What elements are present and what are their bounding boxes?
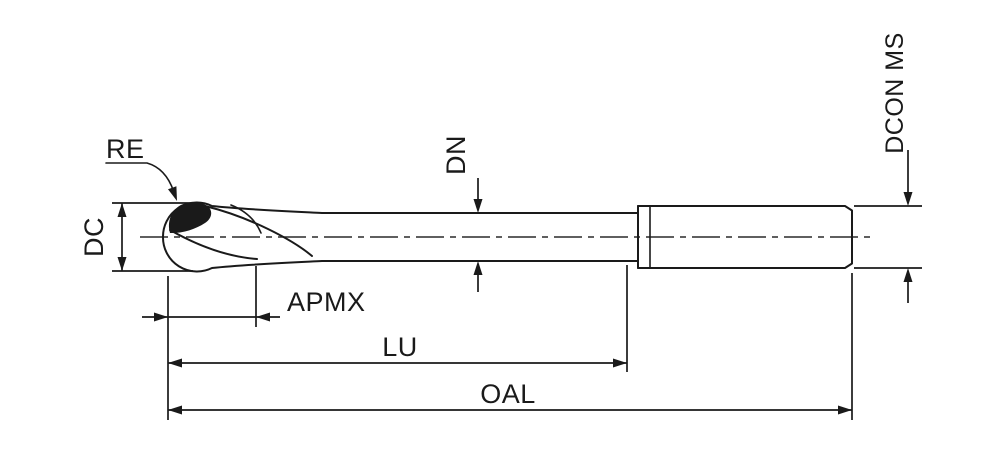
dim-dcon: DCON MS (854, 32, 922, 303)
apmx-arrow-right (256, 312, 270, 322)
oal-arrow-left (168, 405, 182, 415)
flute-curve-upper (230, 204, 262, 234)
label-dn: DN (441, 135, 471, 175)
oal-arrow-right (838, 405, 852, 415)
dcon-arrow-down (903, 192, 913, 206)
re-arrowhead (168, 186, 177, 201)
re-leader-line (105, 162, 175, 192)
re-shaded-region (168, 202, 212, 234)
lu-arrow-right (613, 358, 627, 368)
label-lu: LU (382, 332, 418, 362)
label-apmx: APMX (287, 287, 366, 317)
dim-dc: DC (79, 202, 193, 272)
label-dc: DC (79, 217, 109, 257)
dim-dn: DN (441, 135, 483, 292)
apmx-arrow-left (154, 312, 168, 322)
dim-re: RE (105, 134, 177, 201)
label-oal: OAL (480, 379, 536, 409)
dn-arrow-down (473, 199, 483, 213)
flute-curve-long (204, 205, 313, 257)
dn-arrow-up (473, 261, 483, 275)
dc-arrow-up (117, 203, 127, 217)
dim-apmx: APMX (142, 266, 366, 327)
label-dcon-ms: DCON MS (881, 32, 909, 154)
dcon-arrow-up (903, 268, 913, 282)
label-re: RE (106, 134, 145, 164)
dc-arrow-down (117, 257, 127, 271)
flute-curve-lower (169, 229, 258, 260)
lu-arrow-left (168, 358, 182, 368)
dim-oal: OAL (168, 273, 853, 420)
dim-lu: LU (168, 265, 628, 372)
